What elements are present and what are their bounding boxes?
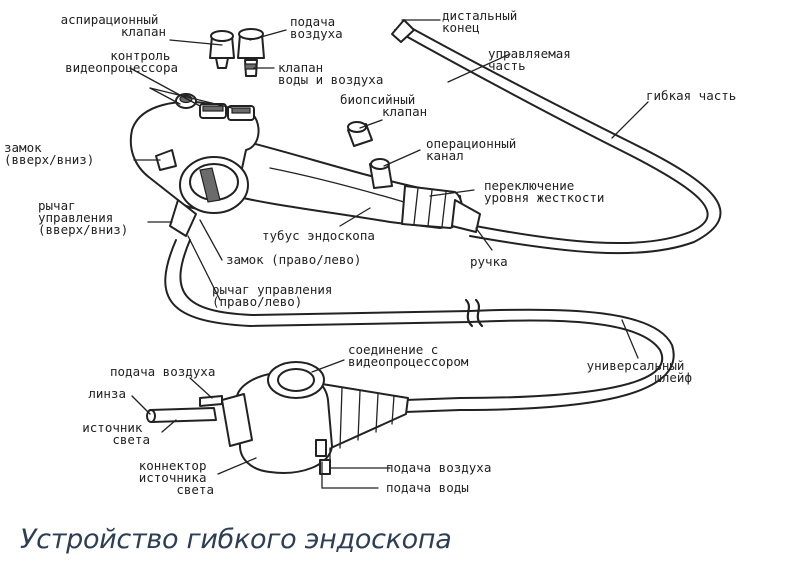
- label-videoprocessor-control: контроль видеопроцессора: [65, 48, 178, 75]
- label-lever-up-down: рычаг управления (вверх/вниз): [38, 198, 128, 237]
- label-air-water-valve: клапан воды и воздуха: [278, 60, 383, 87]
- label-light-source-connector: коннектор источника света: [139, 458, 214, 497]
- label-videoprocessor-connection: соединение с видеопроцессором: [348, 342, 469, 369]
- flexible-insertion-tube: [391, 19, 722, 255]
- label-air-supply-bottom: подача воздуха: [386, 460, 491, 475]
- label-lens: линза: [88, 386, 126, 401]
- control-head: [129, 93, 481, 237]
- detached-air-water-valve: [237, 28, 265, 77]
- label-insertion-tube: тубус эндоскопа: [262, 228, 375, 243]
- label-distal-end: дистальный конец: [442, 8, 525, 35]
- label-working-channel: операционный канал: [426, 136, 524, 163]
- label-air-supply-connector: подача воздуха: [110, 364, 215, 379]
- label-handle: ручка: [470, 254, 508, 269]
- label-lever-right-left: рычаг управления (право/лево): [212, 282, 340, 309]
- leader-lines: [129, 19, 649, 489]
- label-flexible-part: гибкая часть: [646, 88, 736, 103]
- label-stiffness-switch: переключение уровня жесткости: [484, 178, 604, 205]
- label-suction-valve: аспирационный клапан: [61, 12, 166, 39]
- label-light-source: источник света: [82, 420, 150, 447]
- label-bending-section: управляемая часть: [488, 46, 578, 73]
- label-universal-cord: универсальный шлейф: [587, 358, 692, 385]
- label-lock-right-left: замок (право/лево): [226, 252, 361, 267]
- diagram-caption: Устройство гибкого эндоскопа: [20, 524, 452, 555]
- labels: аспирационный клапан контроль видеопроце…: [4, 8, 736, 497]
- label-water-supply: подача воды: [386, 480, 469, 495]
- detached-biopsy-valve: [347, 121, 373, 147]
- label-air-supply-top: подача воздуха: [290, 14, 343, 41]
- label-biopsy-valve: биопсийный клапан: [340, 92, 427, 119]
- universal-cord-tube: [164, 239, 675, 413]
- detached-suction-valve: [209, 30, 235, 69]
- light-guide-connector: [146, 361, 409, 475]
- label-lock-up-down: замок (вверх/вниз): [4, 140, 94, 167]
